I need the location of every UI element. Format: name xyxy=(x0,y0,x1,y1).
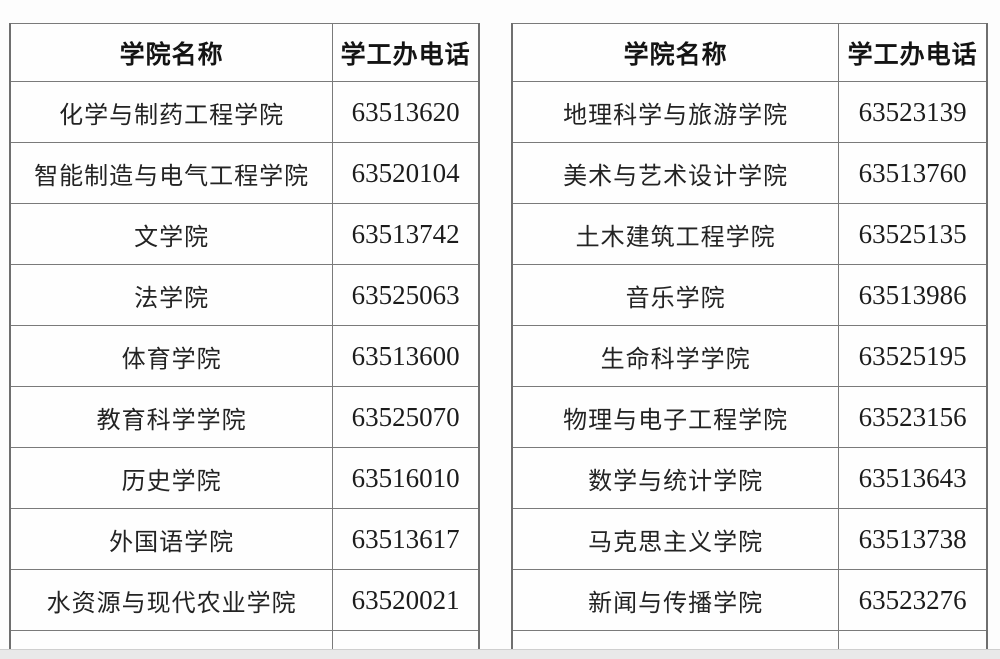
college-name-cell: 历史学院 xyxy=(9,447,334,509)
phone-number-cell: 63525195 xyxy=(838,325,988,387)
college-name-cell: 教育科学学院 xyxy=(9,386,334,448)
phone-number-cell: 63513742 xyxy=(332,203,480,265)
college-name-header: 学院名称 xyxy=(511,23,840,82)
college-name-cell: 新闻与传播学院 xyxy=(511,569,840,631)
phone-number-cell: 63525063 xyxy=(332,264,480,326)
header-row: 学院名称 学工办电话 xyxy=(9,23,480,82)
college-name-cell: 生命科学学院 xyxy=(511,325,840,387)
phone-number-cell: 63513986 xyxy=(838,264,988,326)
college-name-cell: 水资源与现代农业学院 xyxy=(9,569,334,631)
college-name-cell: 数学与统计学院 xyxy=(511,447,840,509)
college-name-cell: 化学与制药工程学院 xyxy=(9,81,334,143)
phone-number-cell: 63523156 xyxy=(838,386,988,448)
phone-number-cell: 63520104 xyxy=(332,142,480,204)
college-name-cell: 土木建筑工程学院 xyxy=(511,203,840,265)
phone-number-cell: 63513738 xyxy=(838,508,988,570)
header-row: 学院名称 学工办电话 xyxy=(511,23,988,82)
phone-header: 学工办电话 xyxy=(332,23,480,82)
phone-number-cell: 63525070 xyxy=(332,386,480,448)
phone-number-cell: 63523276 xyxy=(838,569,988,631)
college-name-cell: 音乐学院 xyxy=(511,264,840,326)
phone-number-cell: 63513617 xyxy=(332,508,480,570)
phone-number-cell: 63523139 xyxy=(838,81,988,143)
college-name-cell: 地理科学与旅游学院 xyxy=(511,81,840,143)
college-name-cell: 美术与艺术设计学院 xyxy=(511,142,840,204)
college-name-cell: 物理与电子工程学院 xyxy=(511,386,840,448)
college-name-header: 学院名称 xyxy=(9,23,334,82)
college-name-cell: 马克思主义学院 xyxy=(511,508,840,570)
phone-number-cell: 63525135 xyxy=(838,203,988,265)
college-name-cell: 文学院 xyxy=(9,203,334,265)
college-name-cell: 外国语学院 xyxy=(9,508,334,570)
college-name-cell: 体育学院 xyxy=(9,325,334,387)
phone-number-cell: 63513643 xyxy=(838,447,988,509)
phone-number-cell: 63513760 xyxy=(838,142,988,204)
college-name-cell: 智能制造与电气工程学院 xyxy=(9,142,334,204)
phone-number-cell: 63513600 xyxy=(332,325,480,387)
photo-bottom-edge xyxy=(0,649,1000,659)
phone-header: 学工办电话 xyxy=(838,23,988,82)
college-name-cell: 法学院 xyxy=(9,264,334,326)
phone-number-cell: 63520021 xyxy=(332,569,480,631)
phone-number-cell: 63513620 xyxy=(332,81,480,143)
phone-number-cell: 63516010 xyxy=(332,447,480,509)
